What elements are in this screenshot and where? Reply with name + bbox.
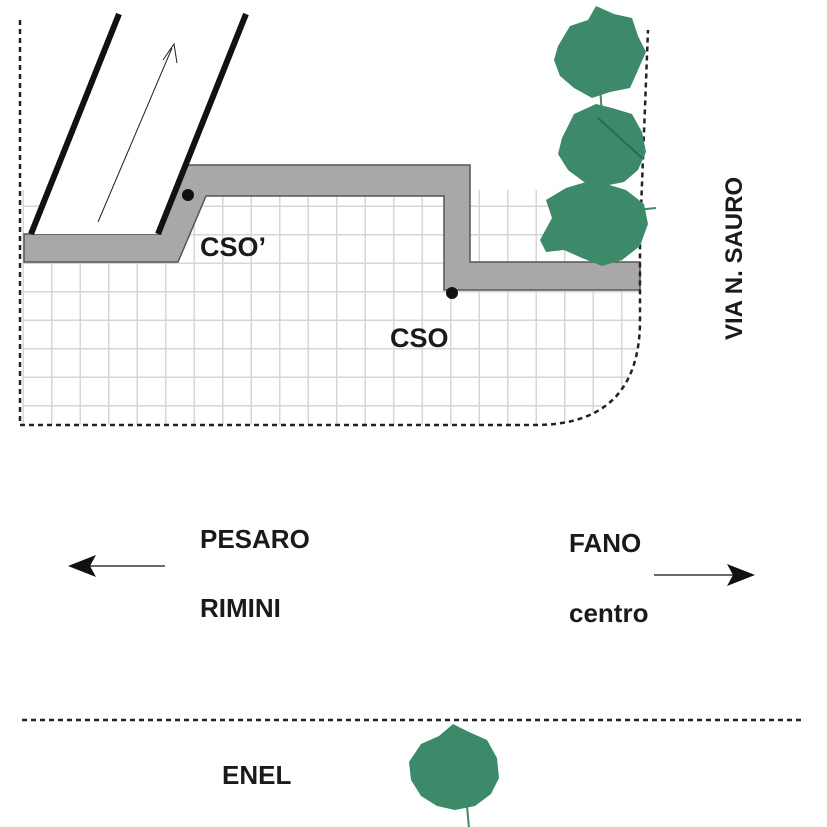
tree-icon	[558, 104, 646, 186]
direction-fano-label: FANO	[569, 528, 641, 558]
street-label: VIA N. SAURO	[721, 177, 748, 340]
tree-icon	[409, 724, 499, 827]
lane-arrow-head	[162, 42, 178, 64]
arrow-left-icon	[68, 555, 165, 577]
point-marker-icon	[182, 189, 194, 201]
point-marker-icon	[446, 287, 458, 299]
enel-label: ENEL	[222, 760, 291, 790]
inclined-lane	[28, 12, 249, 236]
lane-arrow-shaft	[97, 47, 173, 223]
direction-centro-label: centro	[569, 598, 648, 628]
cso-label: CSO	[390, 323, 449, 353]
direction-rimini-label: RIMINI	[200, 593, 281, 623]
arrow-right-icon	[654, 564, 755, 586]
tree-icon	[554, 6, 646, 115]
tree-icon	[540, 182, 657, 266]
direction-pesaro-label: PESARO	[200, 524, 310, 554]
cso-prime-label: CSO’	[200, 232, 266, 262]
